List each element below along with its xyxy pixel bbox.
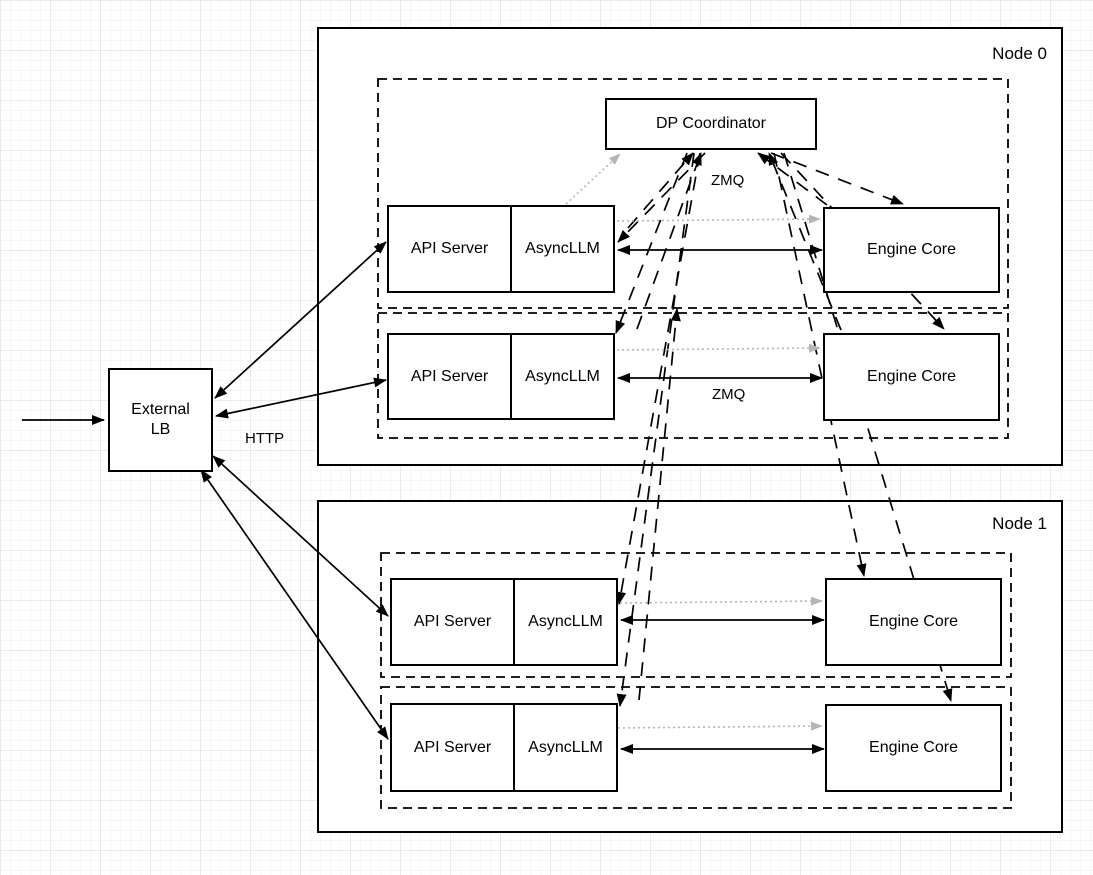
node1-engine-core-1: Engine Core — [825, 578, 1002, 666]
engine-core-label: Engine Core — [867, 241, 956, 258]
dp-coordinator-label: DP Coordinator — [656, 115, 766, 132]
edge-dp-to-n0llm2 — [615, 152, 688, 334]
edge-lb-n1api2 — [200, 469, 389, 740]
node0-api-server-2: API Server — [389, 335, 512, 418]
edge-dp-to-n0llm1 — [617, 152, 706, 243]
edge-n0llm2-to-ec2-dotted — [616, 343, 821, 353]
node1-label: Node 1 — [992, 514, 1047, 533]
node0-async-llm-2: AsyncLLM — [525, 367, 600, 385]
edge-lb-n0api1 — [214, 241, 387, 399]
edge-dp-to-n1llm2 — [616, 152, 695, 707]
node1-api-server-1: API Server — [392, 580, 515, 664]
http-edge-label: HTTP — [245, 430, 285, 447]
edge-dp-to-n0ec2 — [780, 152, 945, 330]
engine-core-label: Engine Core — [869, 613, 958, 630]
edge-n1llm2-to-dp — [638, 308, 681, 701]
node0-engine-core-1: Engine Core — [823, 207, 1000, 293]
engine-core-label: Engine Core — [867, 368, 956, 385]
node0-engine-core-2: Engine Core — [823, 333, 1000, 421]
edge-n0llm1-to-dp-dotted — [565, 153, 621, 205]
node1-replica2-group — [380, 686, 1012, 809]
zmq-engine-label: ZMQ — [712, 386, 746, 403]
zmq-coordinator-label: ZMQ — [711, 172, 745, 189]
edge-n0llm1-to-ec1-dotted — [616, 214, 821, 224]
edge-n1llm2-to-ec2-dotted — [617, 721, 823, 731]
edge-n1llm1-to-ec1-dotted — [619, 596, 823, 606]
node1-api-server-2: API Server — [392, 705, 515, 790]
engine-core-label: Engine Core — [869, 739, 958, 756]
external-lb-label: External LB — [131, 401, 190, 438]
node0-async-llm-1: AsyncLLM — [525, 240, 600, 257]
dp-coordinator-box: DP Coordinator — [605, 98, 817, 150]
node0-replica1-group — [377, 78, 1009, 309]
node0-api-server-1: API Server — [389, 207, 512, 291]
node1-async-llm-2: AsyncLLM — [528, 738, 603, 756]
node1-replica2-frontend: API Server AsyncLLM — [390, 703, 618, 792]
node1-replica1-frontend: API Server AsyncLLM — [390, 578, 618, 666]
external-lb-box: External LB — [108, 368, 213, 472]
node1-engine-core-2: Engine Core — [825, 704, 1002, 792]
node0-label: Node 0 — [992, 44, 1047, 63]
node0-replica2-frontend: API Server AsyncLLM — [387, 333, 615, 420]
edge-dp-to-n1ec1 — [773, 152, 867, 577]
node1-async-llm-1: AsyncLLM — [528, 613, 603, 630]
node0-replica1-frontend: API Server AsyncLLM — [387, 205, 615, 293]
edge-lb-n0api2 — [215, 377, 387, 419]
